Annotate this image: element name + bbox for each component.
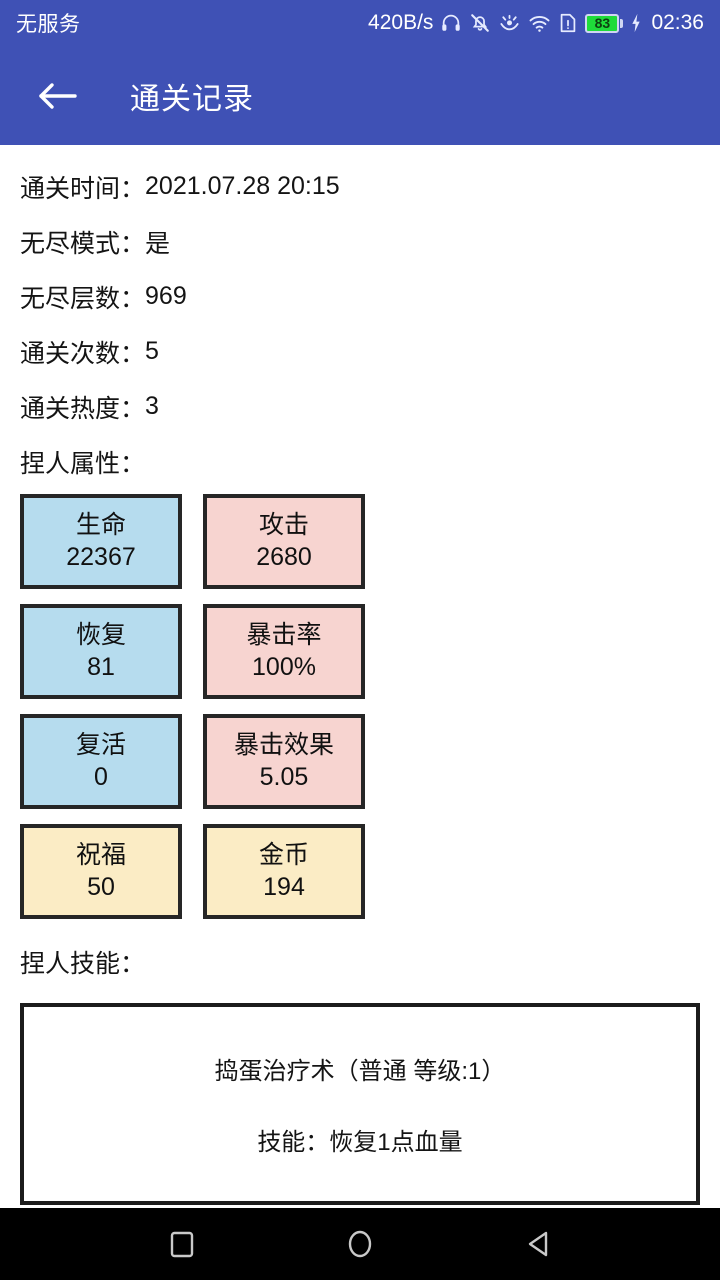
- info-row-clear-count: 通关次数： 5: [0, 324, 720, 379]
- info-row-clear-time: 通关时间： 2021.07.28 20:15: [0, 159, 720, 214]
- back-arrow-icon[interactable]: [26, 65, 88, 127]
- clock-label: 02:36: [651, 11, 704, 34]
- attribute-value: 50: [87, 872, 115, 901]
- attribute-card-crit-rate[interactable]: 暴击率 100%: [203, 604, 365, 699]
- attribute-card-blessing[interactable]: 祝福 50: [20, 824, 182, 919]
- attribute-card-recovery[interactable]: 恢复 81: [20, 604, 182, 699]
- info-label: 通关热度：: [20, 394, 146, 423]
- skills-section-title: 捏人技能：: [20, 949, 146, 978]
- info-label: 通关时间：: [20, 174, 146, 203]
- info-label: 无尽模式：: [20, 229, 146, 258]
- attribute-name: 复活: [75, 731, 126, 760]
- clear-record-info-list: 通关时间： 2021.07.28 20:15 无尽模式： 是 无尽层数： 969…: [0, 145, 720, 434]
- battery-shell: 83: [585, 13, 620, 33]
- attribute-card-row: 复活 0 暴击效果 5.05: [20, 714, 720, 809]
- status-icons-group: 420B/s: [368, 11, 704, 35]
- content-area: 通关时间： 2021.07.28 20:15 无尽模式： 是 无尽层数： 969…: [0, 145, 720, 1280]
- info-row-clear-heat: 通关热度： 3: [0, 379, 720, 434]
- wifi-icon: [528, 12, 551, 35]
- attribute-name: 祝福: [75, 841, 126, 870]
- carrier-label: 无服务: [16, 13, 81, 36]
- app-bar: 通关记录: [0, 46, 720, 145]
- attribute-cards-grid: 生命 22367 攻击 2680 恢复 81 暴击率 100%: [0, 489, 720, 919]
- attribute-name: 恢复: [75, 621, 126, 650]
- status-bar: 无服务 420B/s: [0, 0, 720, 46]
- attribute-card-revive[interactable]: 复活 0: [20, 714, 182, 809]
- attribute-card-attack[interactable]: 攻击 2680: [203, 494, 365, 589]
- attribute-card-row: 祝福 50 金币 194: [20, 824, 720, 919]
- charging-bolt-icon: [630, 12, 642, 34]
- attribute-card-row: 生命 22367 攻击 2680: [20, 494, 720, 589]
- attribute-value: 22367: [66, 542, 136, 571]
- attribute-name: 暴击率: [246, 621, 322, 650]
- info-value: 2021.07.28 20:15: [145, 172, 340, 200]
- info-row-endless-mode: 无尽模式： 是: [0, 214, 720, 269]
- mute-bell-icon: [469, 12, 491, 34]
- attribute-value: 5.05: [259, 762, 309, 791]
- network-speed-label: 420B/s: [368, 11, 434, 34]
- skill-title: 捣蛋治疗术（普通 等级:1）: [214, 1058, 506, 1085]
- info-value: 5: [145, 337, 159, 365]
- eye-comfort-icon: [498, 12, 521, 35]
- attributes-section-title: 捏人属性：: [20, 449, 146, 478]
- attribute-card-hp[interactable]: 生命 22367: [20, 494, 182, 589]
- attribute-card-gold[interactable]: 金币 194: [203, 824, 365, 919]
- attribute-card-row: 恢复 81 暴击率 100%: [20, 604, 720, 699]
- info-value: 969: [145, 282, 187, 310]
- square-recents-icon[interactable]: [158, 1220, 206, 1268]
- attribute-value: 194: [263, 872, 305, 901]
- info-row-endless-floors: 无尽层数： 969: [0, 269, 720, 324]
- info-value: 3: [145, 392, 159, 420]
- circle-home-icon[interactable]: [336, 1220, 384, 1268]
- android-navigation-bar: [0, 1208, 720, 1280]
- attribute-value: 0: [94, 762, 108, 791]
- attribute-value: 81: [87, 652, 115, 681]
- triangle-back-icon[interactable]: [514, 1220, 562, 1268]
- page-title: 通关记录: [130, 82, 254, 116]
- attribute-name: 生命: [75, 511, 126, 540]
- attribute-value: 2680: [256, 542, 312, 571]
- info-label: 通关次数：: [20, 339, 146, 368]
- attribute-card-crit-damage[interactable]: 暴击效果 5.05: [203, 714, 365, 809]
- attribute-name: 暴击效果: [233, 731, 334, 760]
- battery-icon: 83: [585, 13, 624, 33]
- attribute-name: 攻击: [258, 511, 309, 540]
- sim-card-alert-icon: [558, 12, 578, 34]
- skill-card[interactable]: 捣蛋治疗术（普通 等级:1） 技能：恢复1点血量: [20, 1003, 700, 1205]
- info-value: 是: [145, 229, 171, 258]
- info-label: 无尽层数：: [20, 284, 146, 313]
- headphones-icon: [440, 12, 462, 34]
- battery-level-label: 83: [594, 15, 611, 31]
- battery-nub: [620, 18, 624, 28]
- attribute-name: 金币: [258, 841, 309, 870]
- attribute-value: 100%: [252, 652, 316, 681]
- skill-description: 技能：恢复1点血量: [257, 1129, 463, 1156]
